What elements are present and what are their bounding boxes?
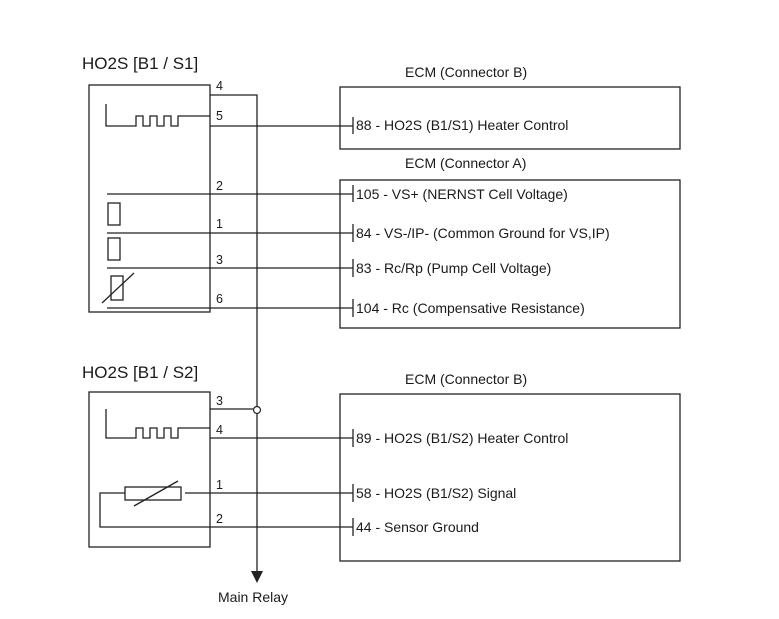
sensor1-title: HO2S [B1 / S1] (82, 54, 198, 73)
sensor2-pin-3: 3 (216, 394, 223, 408)
terminal-104-label: 104 - Rc (Compensative Resistance) (356, 300, 585, 316)
sensor2-ground-internal-wire (99, 492, 210, 528)
ecm-connector-b1-box (339, 86, 681, 150)
sensor2-pin-4: 4 (216, 423, 223, 437)
terminal-105-label: 105 - VS+ (NERNST Cell Voltage) (356, 186, 568, 202)
main-relay-label: Main Relay (218, 589, 288, 605)
sensor2-element-slash (133, 480, 179, 507)
sensor1-pin-5: 5 (216, 109, 223, 123)
terminal-44-label: 44 - Sensor Ground (356, 519, 479, 535)
sensor1-heater-icon (105, 104, 210, 127)
splice-point (252, 405, 262, 415)
sensor1-nernst-cell-icon (107, 202, 121, 226)
ecm-connector-b2-title: ECM (Connector B) (405, 371, 527, 387)
sensor2-pin-1: 1 (216, 478, 223, 492)
sensor1-pin-2: 2 (216, 179, 223, 193)
ecm-connector-a-box (339, 179, 681, 329)
ecm-connector-b2-box (339, 393, 681, 562)
terminal-58-label: 58 - HO2S (B1/S2) Signal (356, 485, 516, 501)
sensor2-title: HO2S [B1 / S2] (82, 363, 198, 382)
sensor1-resistor-slash (101, 272, 135, 304)
terminal-83-label: 83 - Rc/Rp (Pump Cell Voltage) (356, 260, 551, 276)
sensor1-resistor-icon (110, 275, 124, 301)
terminal-84-label: 84 - VS-/IP- (Common Ground for VS,IP) (356, 225, 610, 241)
terminal-88-label: 88 - HO2S (B1/S1) Heater Control (356, 117, 568, 133)
ecm-connector-a-title: ECM (Connector A) (405, 155, 526, 171)
sensor1-pump-cell-icon (107, 237, 121, 261)
sensor2-heater-icon (105, 409, 210, 439)
main-relay-arrow-icon (251, 571, 263, 583)
sensor1-pin-4: 4 (216, 79, 223, 93)
sensor2-pin-2: 2 (216, 512, 223, 526)
sensor2-box (88, 391, 211, 548)
ecm-connector-b1-title: ECM (Connector B) (405, 64, 527, 80)
main-relay-wire (210, 94, 258, 572)
terminal-89-label: 89 - HO2S (B1/S2) Heater Control (356, 430, 568, 446)
sensor1-pin-1: 1 (216, 217, 223, 231)
sensor1-pin-3: 3 (216, 253, 223, 267)
sensor1-pin-6: 6 (216, 292, 223, 306)
